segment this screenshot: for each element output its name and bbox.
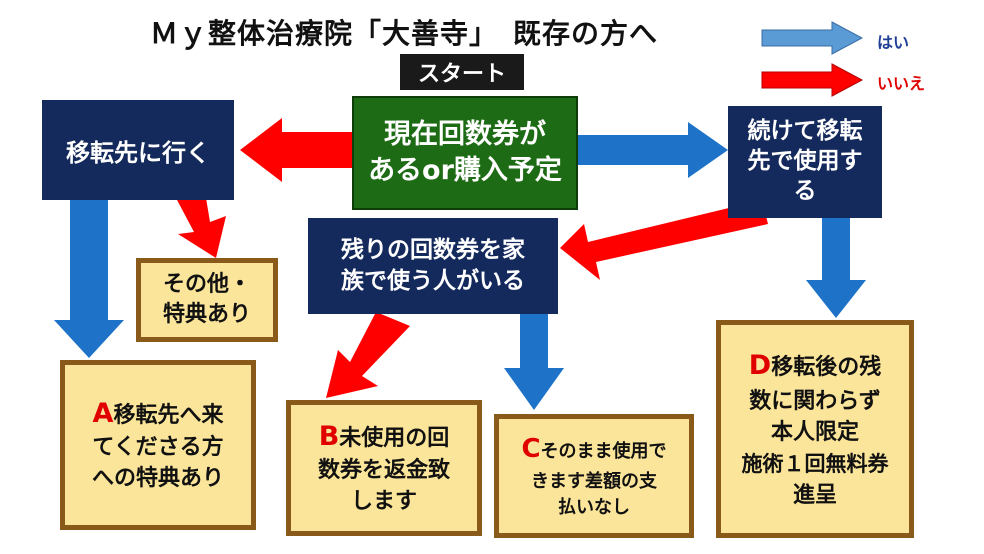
node-result-d-line1: 移転後の残 xyxy=(771,355,882,381)
node-result-a-line3a: への xyxy=(91,465,136,491)
node-start-question-line2: あるor購入予定 xyxy=(368,155,562,186)
node-result-d-line3: 本人限定 xyxy=(770,420,859,446)
node-continue-use-line1: 続けて移転 xyxy=(747,118,863,145)
node-result-a-line2: てくださる方 xyxy=(92,435,224,461)
node-result-a-line3b: 特典あり xyxy=(136,465,225,491)
node-result-c-letter: C xyxy=(521,434,541,465)
legend-yes-label: はい xyxy=(877,33,910,52)
node-result-d-line2: 数に関わらず xyxy=(749,388,881,414)
legend-yes-arrow xyxy=(761,21,864,55)
node-continue-use: 続けて移転 先で使用す る xyxy=(728,106,882,218)
node-family-remaining-line1: 残りの回数券を家 xyxy=(341,236,525,263)
arrow-family-to-b xyxy=(326,312,410,398)
arrow-move-to-a xyxy=(54,200,124,358)
node-start-question-line1: 現在回数券が xyxy=(384,118,546,150)
arrow-continue-to-d xyxy=(806,216,866,318)
arrow-family-to-c xyxy=(504,312,564,410)
node-result-c-line1: そのまま使用で xyxy=(540,441,667,463)
node-result-d: D移転後の残 数に関わらず 本人限定 施術１回無料券 進呈 xyxy=(716,320,914,538)
page-title: Ｍｙ整体治療院「大善寺」 既存の方へ xyxy=(150,17,659,50)
node-other-benefit: その他・ 特典あり xyxy=(136,258,278,342)
node-family-remaining: 残りの回数券を家 族で使う人がいる xyxy=(308,218,558,314)
node-result-b-line1: 未使用の回 xyxy=(339,426,450,452)
node-result-b-line2c: 致 xyxy=(428,458,451,484)
arrow-move-to-other xyxy=(176,198,226,258)
node-result-a-letter: A xyxy=(92,398,114,430)
node-start-question: 現在回数券が あるor購入予定 xyxy=(352,96,578,210)
node-family-remaining-line2: 族で使う人がいる xyxy=(341,268,525,294)
node-result-a: A移転先へ来 てくださる方 への特典あり xyxy=(60,360,256,530)
node-result-b-line2a: 数券を xyxy=(317,458,384,484)
node-continue-use-line3: る xyxy=(793,177,817,204)
legend-no-arrow xyxy=(761,63,864,97)
node-result-c-line2: きます差額の支 xyxy=(531,470,657,492)
node-result-c: Cそのまま使用で きます差額の支 払いなし xyxy=(494,414,694,538)
node-result-d-line4: 施術１回無料券 xyxy=(741,452,889,477)
node-result-c-line3: 払いなし xyxy=(558,496,630,518)
start-label: スタート xyxy=(400,54,524,90)
node-result-b: B未使用の回 数券を返金致 します xyxy=(286,400,482,536)
node-result-a-line1: 移転先へ来 xyxy=(113,403,224,429)
node-move-go-text: 移転先に行く xyxy=(66,138,210,167)
node-continue-use-line2: 先で使用す xyxy=(747,148,863,175)
legend-no-label: いいえ xyxy=(877,74,926,93)
node-move-go: 移転先に行く xyxy=(42,100,234,200)
node-result-d-letter: D xyxy=(748,350,772,382)
node-result-b-line2b: 返金 xyxy=(383,458,428,484)
arrow-question-to-continue xyxy=(578,122,728,178)
node-result-b-letter: B xyxy=(318,421,340,453)
node-result-d-line5: 進呈 xyxy=(792,482,837,508)
arrow-continue-to-family xyxy=(560,200,768,280)
node-result-b-line3: します xyxy=(350,488,417,514)
node-other-benefit-line1: その他・ xyxy=(162,272,251,298)
node-other-benefit-line2: 特典あり xyxy=(162,302,251,327)
arrow-question-to-move xyxy=(240,118,352,182)
